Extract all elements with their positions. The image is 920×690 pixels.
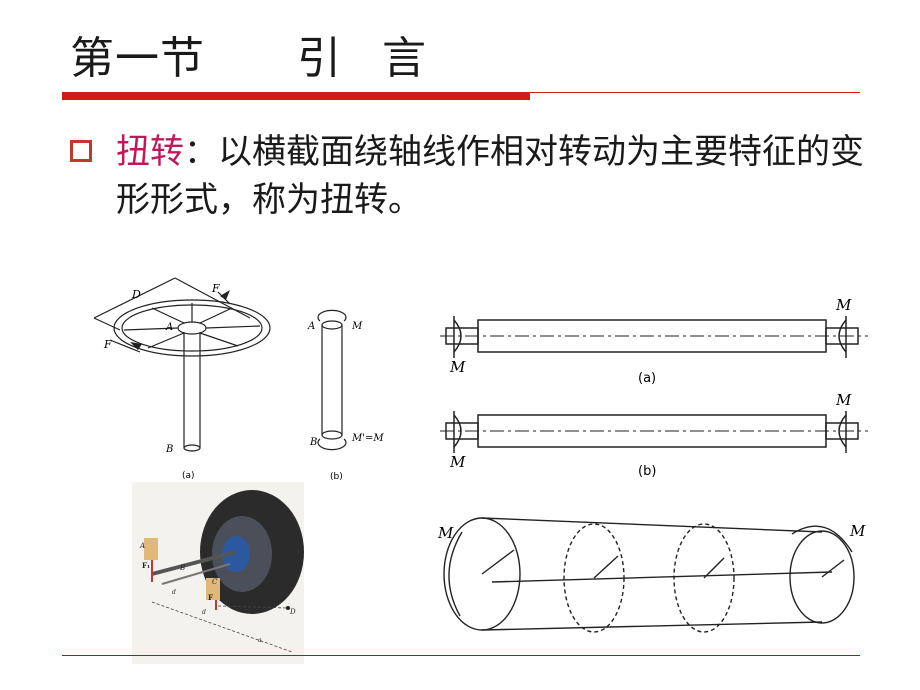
steering-caption: (a)	[182, 471, 195, 481]
steering-label-D: D	[131, 288, 141, 301]
wheel-label-B: B	[179, 564, 185, 572]
shaft-caption: (b)	[330, 472, 343, 482]
wheel-label-C: C	[212, 578, 218, 586]
twisted-cylinder-figure: M M	[437, 517, 866, 633]
title-word-1: 引	[297, 33, 342, 84]
bar-b-caption: (b)	[638, 464, 656, 479]
steering-label-B: B	[165, 444, 173, 455]
definition-text: ：以横截面绕轴线作相对转动为主要特征的变形形式，称为扭转。	[116, 132, 864, 220]
bar-b-figure: M M (b)	[440, 391, 868, 479]
bar-a-label-M-left: M	[449, 358, 466, 376]
title-section: 第一节	[70, 33, 205, 84]
bar-a-label-M-right: M	[835, 296, 852, 314]
title-word-2: 言	[382, 33, 427, 84]
wheel-label-A: A	[139, 542, 145, 550]
steering-label-F1: F	[211, 282, 220, 295]
bar-a-figure: M M (a)	[440, 296, 868, 386]
wheel-label-d2: d	[202, 609, 206, 616]
shaft-label-B: B	[309, 437, 317, 448]
bar-a-caption: (a)	[638, 371, 656, 386]
definition-paragraph: 扭转：以横截面绕轴线作相对转动为主要特征的变形形式，称为扭转。	[116, 128, 876, 224]
wheel-label-d1: d	[172, 589, 176, 596]
shaft-label-A: A	[307, 321, 315, 332]
bar-b-label-M-right: M	[835, 391, 852, 409]
steering-wheel-figure: D F F A B (a)	[93, 277, 271, 481]
footer-rule	[62, 655, 860, 656]
shaft-label-M2: M'=M	[351, 433, 384, 444]
title-underline-thin	[530, 92, 860, 93]
wheel-label-a: a	[258, 637, 262, 644]
bar-b-label-M-left: M	[449, 453, 466, 471]
slide-title: 第一节 引言	[70, 22, 427, 86]
cylinder-label-M-right: M	[849, 522, 866, 540]
wheel-label-D: D	[289, 608, 296, 616]
shaft-figure: A M B M'=M (b)	[307, 309, 384, 482]
wheel-label-F: F	[208, 593, 213, 602]
steering-label-F2: F	[103, 338, 112, 351]
title-underline-thick	[62, 92, 530, 100]
wheel-label-F1: F₁	[142, 561, 150, 570]
steering-label-A: A	[165, 322, 173, 333]
shaft-label-M: M	[351, 321, 363, 332]
wheel-wrench-figure: A F₁ B C F D d d a	[139, 490, 304, 653]
cylinder-label-M-left: M	[437, 524, 454, 542]
square-bullet-icon	[70, 140, 92, 162]
definition-term: 扭转	[116, 132, 184, 172]
